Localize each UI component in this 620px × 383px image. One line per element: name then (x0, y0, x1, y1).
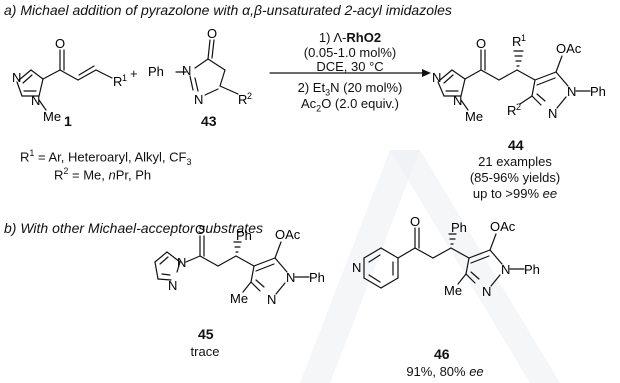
atom-label: N (548, 106, 557, 121)
atom-label: R (238, 92, 247, 107)
atom-label: O (195, 222, 205, 237)
compound-number-44: 44 (508, 137, 524, 153)
atom-label: N (567, 84, 576, 99)
atom-label: R (113, 74, 122, 89)
atom-label: N (482, 284, 491, 299)
atom-label: N (453, 93, 462, 108)
atom-label: Ph (236, 228, 252, 243)
atom-label: Ph (309, 270, 325, 285)
atom-label: N (194, 92, 203, 107)
atom-label: Ph (451, 220, 467, 235)
atom-label: N (177, 255, 186, 270)
atom-label: O (207, 26, 217, 41)
compound-43-structure (175, 39, 239, 96)
atom-label: Me (465, 109, 483, 124)
r2-definition: R2 = Me, nPr, Ph (54, 166, 152, 183)
compound-number-45: 45 (198, 326, 214, 342)
atom-label: Ph (524, 262, 540, 277)
atom-label: N (501, 262, 510, 277)
r1-definition: R1 = Ar, Heteroaryl, Alkyl, CF3 (20, 148, 192, 167)
atom-label: OAc (556, 41, 582, 56)
atom-label: OAc (490, 219, 516, 234)
conditions-step-2: 2) Et3N (20 mol%) (297, 80, 403, 98)
compound-number-1: 1 (64, 113, 72, 129)
atom-label: N (182, 63, 191, 78)
atom-label: N (12, 70, 21, 85)
atom-label: O (410, 214, 420, 229)
atom-label: N (168, 278, 177, 293)
atom-label: OAc (275, 227, 301, 242)
conditions-acetic-anhydride: Ac2O (2.0 equiv.) (301, 96, 399, 114)
product-46-result: 91%, 80% ee (406, 364, 484, 379)
atom-label: O (476, 36, 486, 51)
atom-label: 2 (516, 102, 521, 112)
atom-label: Me (230, 291, 248, 306)
atom-label: Me (444, 283, 462, 298)
atom-label: N (31, 93, 40, 108)
atom-label: Ph (148, 64, 164, 79)
product-44-yields: (85-96% yields) (469, 170, 561, 185)
atom-label: 2 (247, 91, 252, 101)
product-44-examples: 21 examples (478, 154, 552, 169)
compound-46-structure (363, 227, 525, 289)
atom-label: Me (43, 109, 61, 124)
plus-sign: + (130, 66, 138, 81)
compound-number-46: 46 (434, 346, 450, 362)
atom-label: N (286, 270, 295, 285)
compound-number-43: 43 (201, 113, 217, 129)
conditions-loading: (0.05-1.0 mol%) (303, 45, 397, 60)
atom-label: O (55, 36, 65, 51)
atom-label: N (267, 292, 276, 307)
compound-1-structure (16, 49, 113, 111)
compound-45-structure (154, 235, 310, 295)
atom-label: 1 (122, 73, 127, 83)
product-44-ee: up to >99% ee (472, 186, 558, 201)
atom-label: R (507, 103, 516, 118)
atom-label: Ph (590, 84, 606, 99)
arrow-head-icon (422, 69, 431, 77)
atom-label: 1 (521, 33, 526, 43)
conditions-solvent: DCE, 30 °C (316, 59, 384, 74)
product-45-result: trace (190, 344, 220, 359)
section-b-title: b) With other Michael-acceptor substrate… (4, 220, 263, 236)
atom-label: N (352, 260, 361, 275)
compound-44-structure (437, 49, 591, 111)
conditions-step-1: 1) Λ-RhO2 (318, 30, 382, 45)
atom-label: N (432, 70, 441, 85)
section-a-title: a) Michael addition of pyrazolone with α… (4, 2, 452, 18)
atom-label: R (512, 34, 521, 49)
